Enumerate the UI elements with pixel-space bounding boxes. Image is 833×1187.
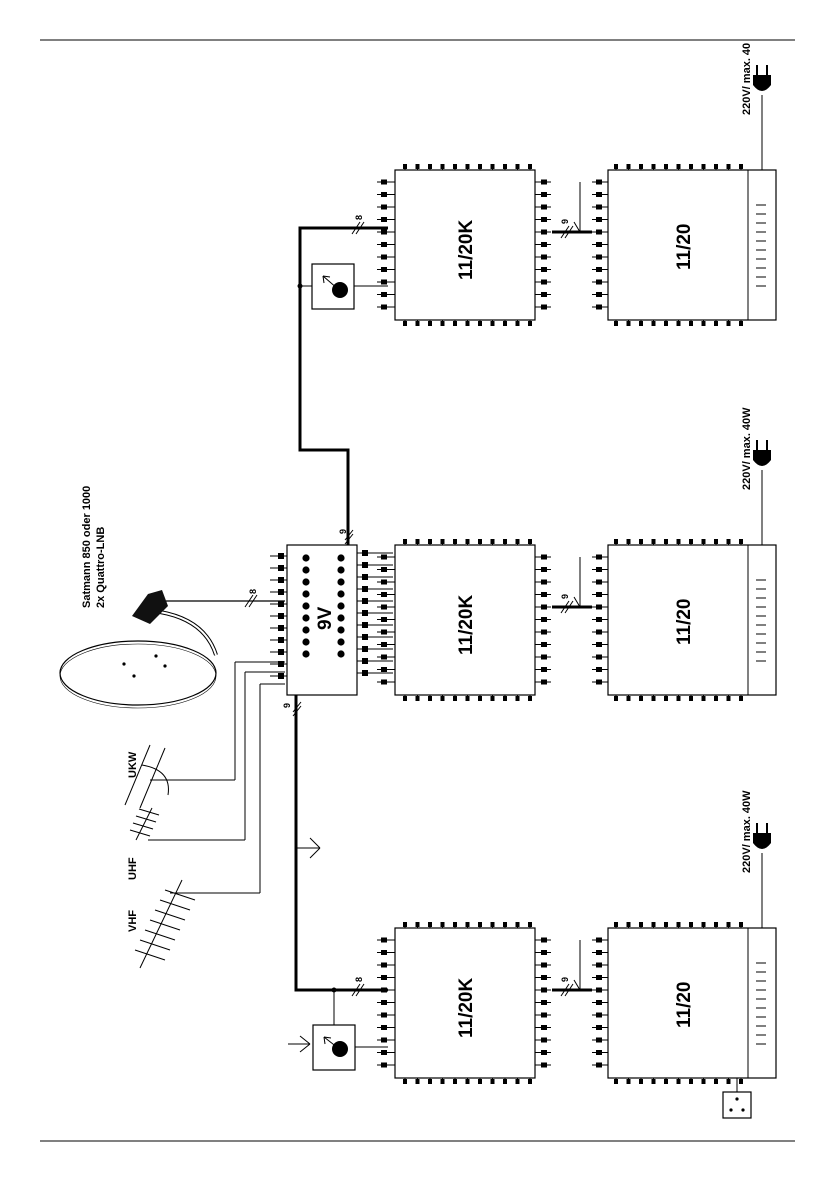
- cascade-multiswitch: 11/20K: [377, 539, 551, 701]
- power-rating-label: 220V/ max. 40: [741, 43, 753, 115]
- headend-left-bus-count: 9: [282, 703, 292, 708]
- headend-input-pin: [278, 601, 284, 607]
- satellite-model-label: Satmann 850 oder 1000: [81, 486, 93, 608]
- cascade-switch-label: 11/20K: [456, 220, 477, 280]
- ukw-antenna-icon: [125, 745, 235, 808]
- headend-input-pin: [278, 565, 284, 571]
- end-multiswitch: 11/20: [592, 922, 776, 1084]
- headend-label: 9V: [315, 606, 336, 630]
- uhf-label: UHF: [127, 857, 139, 880]
- end-switch-label: 11/20: [674, 224, 695, 271]
- headend-output-dot: [337, 554, 344, 561]
- cascade-switch-label: 11/20K: [456, 595, 477, 655]
- vhf-antenna-icon: [135, 880, 260, 968]
- headend-output-dot: [337, 626, 344, 633]
- switch-column: 11/20K 11/20 9 8 220V/ max. 40W: [352, 790, 776, 1084]
- interconnect-bus-count: 9: [560, 219, 570, 224]
- input-bus-count: 8: [354, 977, 364, 982]
- cascade-multiswitch: 11/20K: [377, 922, 551, 1084]
- trunk-bus-lower: [296, 695, 388, 990]
- headend-input-pin: [278, 625, 284, 631]
- end-multiswitch: 11/20: [592, 539, 776, 701]
- end-switch-label: 11/20: [674, 599, 695, 646]
- uhf-antenna-icon: [130, 808, 245, 840]
- headend-input-dot: [302, 566, 309, 573]
- headend-output-pin: [362, 610, 368, 616]
- headend-output-pin: [362, 634, 368, 640]
- headend-input-dot: [302, 602, 309, 609]
- headend-output-pin: [362, 598, 368, 604]
- power-rating-label: 220V/ max. 40W: [741, 790, 753, 873]
- switch-column: 11/20K 11/20 9 220V/ max. 40W: [377, 407, 776, 701]
- satellite-lnb-label: 2x Quattro-LNB: [95, 527, 107, 608]
- headend-input-pin: [278, 661, 284, 667]
- headend-output-dot: [337, 566, 344, 573]
- line-amplifier-top: [300, 264, 388, 309]
- dish-bus-count: 8: [248, 589, 258, 594]
- headend-input-dot: [302, 614, 309, 621]
- power-plug-icon: [753, 823, 771, 928]
- headend-input-pin: [278, 577, 284, 583]
- power-plug-icon: [753, 65, 771, 170]
- interconnect-bus-count: 9: [560, 594, 570, 599]
- headend-output-pin: [362, 550, 368, 556]
- headend-output-pin: [362, 586, 368, 592]
- headend-input-dot: [302, 626, 309, 633]
- headend-output-dot: [337, 650, 344, 657]
- end-switch-label: 11/20: [674, 982, 695, 1029]
- headend-input-dot: [302, 650, 309, 657]
- power-plug-icon: [753, 440, 771, 545]
- vhf-label: VHF: [127, 910, 139, 932]
- interconnect-bus-count: 9: [560, 977, 570, 982]
- headend-output-pin: [362, 622, 368, 628]
- headend-output-dot: [337, 638, 344, 645]
- headend-input-pin: [278, 637, 284, 643]
- cascade-switch-label: 11/20K: [456, 978, 477, 1038]
- headend-input-pin: [278, 613, 284, 619]
- cascade-multiswitch: 11/20K: [377, 164, 551, 326]
- headend-input-dot: [302, 590, 309, 597]
- headend-input-pin: [278, 673, 284, 679]
- headend-output-pin: [362, 670, 368, 676]
- headend-input-pin: [278, 649, 284, 655]
- input-bus-count: 8: [354, 215, 364, 220]
- headend-input-dot: [302, 554, 309, 561]
- headend-input-pin: [278, 553, 284, 559]
- headend-output-dot: [337, 614, 344, 621]
- headend-input-dot: [302, 578, 309, 585]
- ukw-label: UKW: [127, 751, 139, 778]
- switch-column: 11/20K 11/20 9 8 220V/ max. 40: [352, 43, 776, 326]
- headend-output-pin: [362, 562, 368, 568]
- headend-input-pin: [278, 589, 284, 595]
- lnb-head-icon: [132, 590, 168, 624]
- headend-output-pin: [362, 646, 368, 652]
- power-rating-label: 220V/ max. 40W: [741, 407, 753, 490]
- dish-reflector: [60, 641, 216, 705]
- line-amplifier-bottom: [288, 1010, 388, 1070]
- headend-output-dot: [337, 590, 344, 597]
- headend-output-pin: [362, 658, 368, 664]
- end-multiswitch: 11/20: [592, 164, 776, 326]
- headend-input-dot: [302, 638, 309, 645]
- headend-output-pin: [362, 574, 368, 580]
- headend-output-dot: [337, 602, 344, 609]
- headend-output-dot: [337, 578, 344, 585]
